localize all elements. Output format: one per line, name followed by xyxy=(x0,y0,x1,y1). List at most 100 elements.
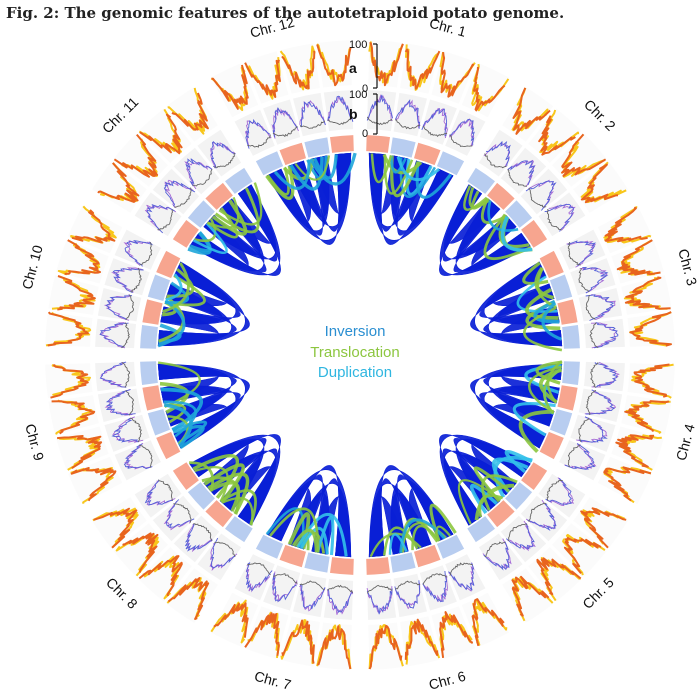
track-a-bg xyxy=(48,395,99,435)
track-a-line xyxy=(471,63,510,112)
track-a-line xyxy=(580,507,627,549)
track-b-line xyxy=(273,573,298,584)
haplotype-block xyxy=(557,385,578,411)
track-b-line xyxy=(214,541,236,557)
chromosome-label: Chr. 12 xyxy=(248,14,296,41)
track-a-line xyxy=(64,239,101,275)
track-a-line xyxy=(317,625,352,670)
sv-arc xyxy=(163,400,197,438)
sv-arc xyxy=(162,262,190,314)
track-b-line xyxy=(185,158,213,187)
track-a-line xyxy=(47,311,89,347)
track-b-line xyxy=(525,180,557,211)
track-b-line xyxy=(589,322,599,349)
track-a-line xyxy=(536,557,582,596)
track-b-bg xyxy=(445,554,486,601)
synteny-ribbon xyxy=(189,184,281,276)
haplotype-block xyxy=(330,557,354,575)
track-a-bg xyxy=(48,275,99,315)
sv-arc xyxy=(473,466,511,503)
sv-arc xyxy=(504,449,533,474)
track-b-line xyxy=(582,267,609,294)
track-b-line xyxy=(272,125,298,138)
track-b-bg xyxy=(104,258,150,296)
track-b-bg xyxy=(500,147,547,195)
haplotype-block xyxy=(390,552,416,573)
haplotype-block xyxy=(467,516,495,543)
track-b-line xyxy=(578,416,608,443)
track-b-line xyxy=(421,107,448,137)
track-b-line xyxy=(105,389,136,416)
haplotype-block xyxy=(156,431,181,460)
haplotype-block xyxy=(539,250,564,279)
sv-arc xyxy=(265,165,295,200)
sv-arc xyxy=(203,463,245,504)
haplotype-block xyxy=(225,167,253,194)
haplotype-block xyxy=(172,220,199,248)
track-b-line xyxy=(121,361,131,388)
haplotype-block xyxy=(205,500,233,528)
chromosome-label: Chr. 1 xyxy=(428,15,468,40)
track-b-bg xyxy=(134,473,182,518)
track-b-bg xyxy=(520,495,568,542)
sv-arc xyxy=(390,155,420,198)
track-a-line xyxy=(71,209,116,244)
sv-arc xyxy=(518,409,554,454)
track-b-line xyxy=(482,538,512,571)
track-b-bg xyxy=(570,414,616,452)
track-a-bg xyxy=(552,523,607,577)
track-a-line xyxy=(171,92,209,131)
track-b-line xyxy=(484,153,507,169)
sv-arc xyxy=(541,301,563,341)
track-b-bg xyxy=(197,533,242,581)
track-b-line xyxy=(367,94,393,122)
track-a-line xyxy=(51,400,96,435)
track-a-line xyxy=(57,275,96,311)
track-b-bg xyxy=(500,515,547,563)
track-a-line xyxy=(629,311,672,347)
track-b-bg xyxy=(538,473,586,518)
track-b-line xyxy=(585,390,597,416)
track-b-line xyxy=(590,362,599,388)
sv-arc xyxy=(164,281,190,305)
haplotype-block xyxy=(487,182,515,210)
track-b-bg xyxy=(323,90,354,132)
track-a-line xyxy=(244,59,281,98)
track-a-line xyxy=(211,64,249,110)
track-b-line xyxy=(98,322,126,349)
track-b-line xyxy=(585,389,616,415)
track-b-axis-min: 0 xyxy=(362,128,368,140)
track-b-bg xyxy=(538,192,586,237)
haplotype-block xyxy=(156,250,181,279)
track-a-line xyxy=(511,575,550,617)
sv-arc xyxy=(273,159,311,190)
chromosome-label: Chr. 8 xyxy=(103,574,141,612)
track-b-line xyxy=(129,417,142,443)
track-b-line xyxy=(105,294,132,321)
haplotype-block xyxy=(505,200,533,228)
track-b-line xyxy=(546,477,575,507)
sv-arc xyxy=(287,512,311,550)
track-b-bg xyxy=(445,109,486,156)
track-b-line xyxy=(594,322,619,349)
track-b-line xyxy=(366,116,393,126)
track-b-line xyxy=(146,480,176,506)
chromosome-label: Chr. 3 xyxy=(675,247,700,287)
haplotype-block xyxy=(187,482,215,510)
haplotype-block xyxy=(562,325,580,349)
track-axes: 100 0 100 0 a b xyxy=(349,39,378,140)
track-a-line xyxy=(624,400,670,432)
track-b-line xyxy=(272,107,298,138)
track-a-lines xyxy=(45,41,674,670)
haplotype-block xyxy=(562,361,580,385)
track-b-line xyxy=(507,160,536,186)
sv-arc xyxy=(207,472,250,515)
track-a-axis-min: 0 xyxy=(362,83,368,95)
sv-arc xyxy=(299,526,329,555)
track-b-line xyxy=(578,268,590,293)
track-b-line xyxy=(112,268,144,294)
synteny-ribbon xyxy=(368,465,454,558)
sv-arc xyxy=(370,153,393,184)
track-b-line xyxy=(163,500,192,531)
chromosome-label: Chr. 7 xyxy=(253,668,293,691)
